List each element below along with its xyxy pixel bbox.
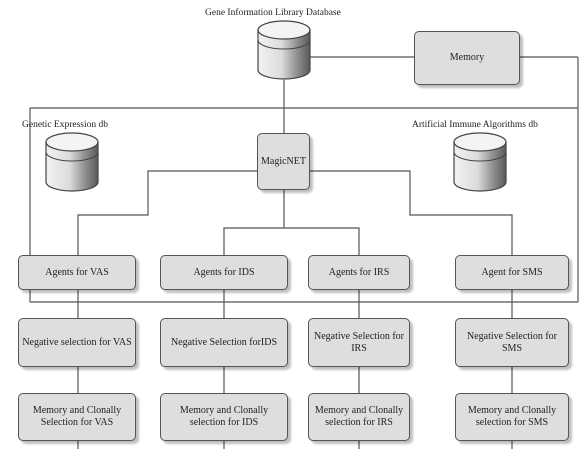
- agents-vas-box: Agents for VAS: [18, 255, 136, 290]
- negative-selection-vas-box: Negative selection for VAS: [18, 318, 136, 367]
- genetic-expression-database-icon: [45, 132, 99, 192]
- memory-clonal-selection-vas-box: Memory and Clonally Selection for VAS: [18, 393, 136, 441]
- magicnet-hub-box: MagicNET: [257, 133, 310, 190]
- negative-selection-sms-box: Negative Selection for SMS: [455, 318, 569, 367]
- agents-ids-box: Agents for IDS: [160, 255, 288, 290]
- artificial-immune-algorithms-database-icon: [453, 132, 507, 192]
- agents-irs-box: Agents for IRS: [308, 255, 410, 290]
- agent-sms-box: Agent for SMS: [455, 255, 569, 290]
- connector-lines: [29, 56, 579, 449]
- negative-selection-ids-box: Negative Selection forIDS: [160, 318, 288, 367]
- genetic-expression-db-label: Genetic Expression db: [22, 120, 109, 130]
- memory-box: Memory: [414, 31, 520, 85]
- memory-clonal-selection-irs-box: Memory and Clonally selection for IRS: [308, 393, 410, 441]
- artificial-immune-algorithms-db-label: Artificial Immune Algorithms db: [412, 120, 538, 130]
- memory-clonal-selection-sms-box: Memory and Clonally selection for SMS: [455, 393, 569, 441]
- gene-library-database-label: Gene Information Library Database: [205, 8, 341, 18]
- gene-library-database-icon: [257, 20, 311, 80]
- negative-selection-irs-box: Negative Selection for IRS: [308, 318, 410, 367]
- memory-clonal-selection-ids-box: Memory and Clonally selection for IDS: [160, 393, 288, 441]
